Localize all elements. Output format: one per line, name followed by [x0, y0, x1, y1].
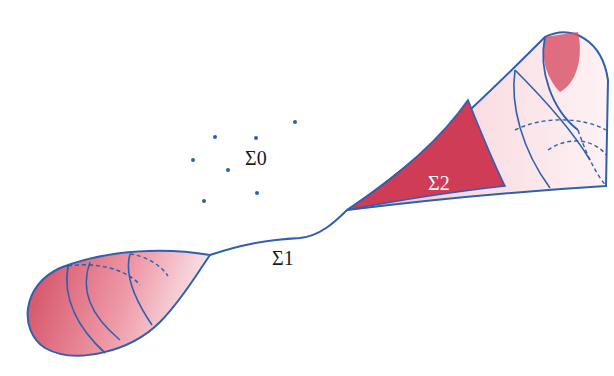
cone-arc	[515, 120, 606, 130]
bulb-arc	[86, 262, 120, 340]
bulb-arc	[130, 254, 168, 276]
surface-label: Σ2	[428, 173, 450, 193]
left-bulb	[28, 251, 210, 356]
cone-arc	[515, 70, 590, 160]
cone-arc	[543, 37, 578, 130]
bulb-arc	[128, 254, 152, 325]
dark-region	[347, 100, 505, 210]
cone-arc	[548, 141, 606, 155]
rim-inside	[543, 32, 579, 92]
right-cone	[347, 33, 608, 210]
point-set	[191, 120, 297, 203]
surface-label: Σ0	[245, 148, 267, 168]
surface-label: Σ1	[272, 248, 294, 268]
cone-arc	[578, 130, 606, 186]
